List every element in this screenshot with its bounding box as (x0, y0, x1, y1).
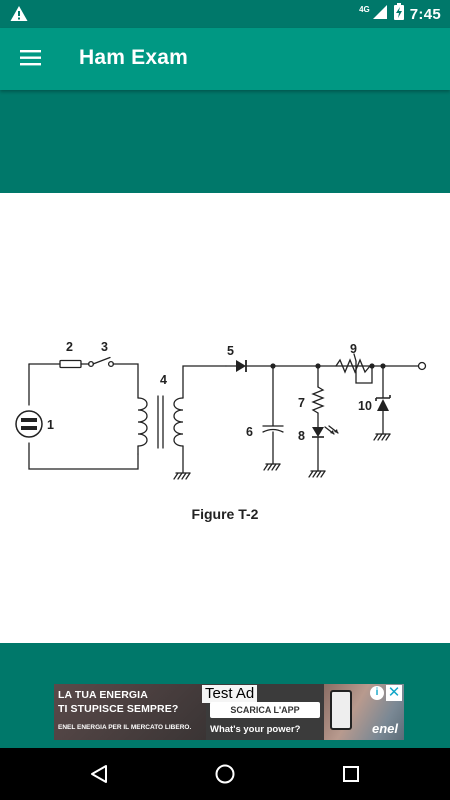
ad-brand-logo: enel (371, 721, 398, 736)
ad-info-icon[interactable]: i (370, 686, 384, 700)
label-4: 4 (160, 373, 167, 387)
circuit-figure: 1 2 3 4 5 6 7 8 9 10 (0, 323, 450, 498)
ad-headline-line-1: LA TUA ENERGIA (58, 689, 148, 701)
signal-icon (372, 4, 388, 25)
label-2: 2 (66, 340, 73, 354)
app-bar: Ham Exam (0, 28, 450, 90)
label-9: 9 (350, 342, 357, 356)
label-3: 3 (101, 340, 108, 354)
hamburger-menu-icon[interactable] (20, 49, 42, 67)
home-icon[interactable] (212, 761, 238, 787)
figure-caption: Figure T-2 (191, 506, 259, 522)
label-7: 7 (298, 396, 305, 410)
recents-icon[interactable] (338, 761, 364, 787)
test-ad-label: Test Ad (202, 685, 258, 703)
footer-band: LA TUA ENERGIA TI STUPISCE SEMPRE? ENEL … (0, 643, 450, 748)
battery-charging-icon (393, 3, 404, 25)
app-title: Ham Exam (79, 46, 188, 69)
network-type: 4G (359, 4, 370, 14)
question-content: 1 2 3 4 5 6 7 8 9 10 Figure T-2 (0, 193, 450, 643)
ad-banner[interactable]: LA TUA ENERGIA TI STUPISCE SEMPRE? ENEL … (54, 684, 404, 740)
ad-cta-button[interactable]: SCARICA L'APP (210, 702, 320, 718)
label-8: 8 (298, 429, 305, 443)
circuit-diagram: 1 2 3 4 5 6 7 8 9 10 (15, 340, 427, 480)
ad-subtext: ENEL ENERGIA PER IL MERCATO LIBERO. (58, 724, 192, 731)
ad-headline: LA TUA ENERGIA TI STUPISCE SEMPRE? (58, 688, 178, 716)
ad-phone-image (330, 690, 352, 730)
status-bar: 4G 7:45 (0, 0, 450, 28)
clock: 7:45 (409, 5, 441, 23)
label-1: 1 (47, 418, 54, 432)
ad-headline-line-2: TI STUPISCE SEMPRE? (58, 703, 179, 715)
back-icon[interactable] (86, 761, 112, 787)
navigation-bar (0, 748, 450, 800)
ad-left-panel: LA TUA ENERGIA TI STUPISCE SEMPRE? ENEL … (54, 684, 206, 740)
label-10: 10 (358, 399, 372, 413)
ad-close-icon[interactable]: ✕ (386, 684, 402, 701)
warning-icon (10, 5, 28, 27)
header-band (0, 90, 450, 193)
label-6: 6 (246, 425, 253, 439)
label-5: 5 (227, 344, 234, 358)
ad-tagline: What's your power? (210, 724, 301, 735)
